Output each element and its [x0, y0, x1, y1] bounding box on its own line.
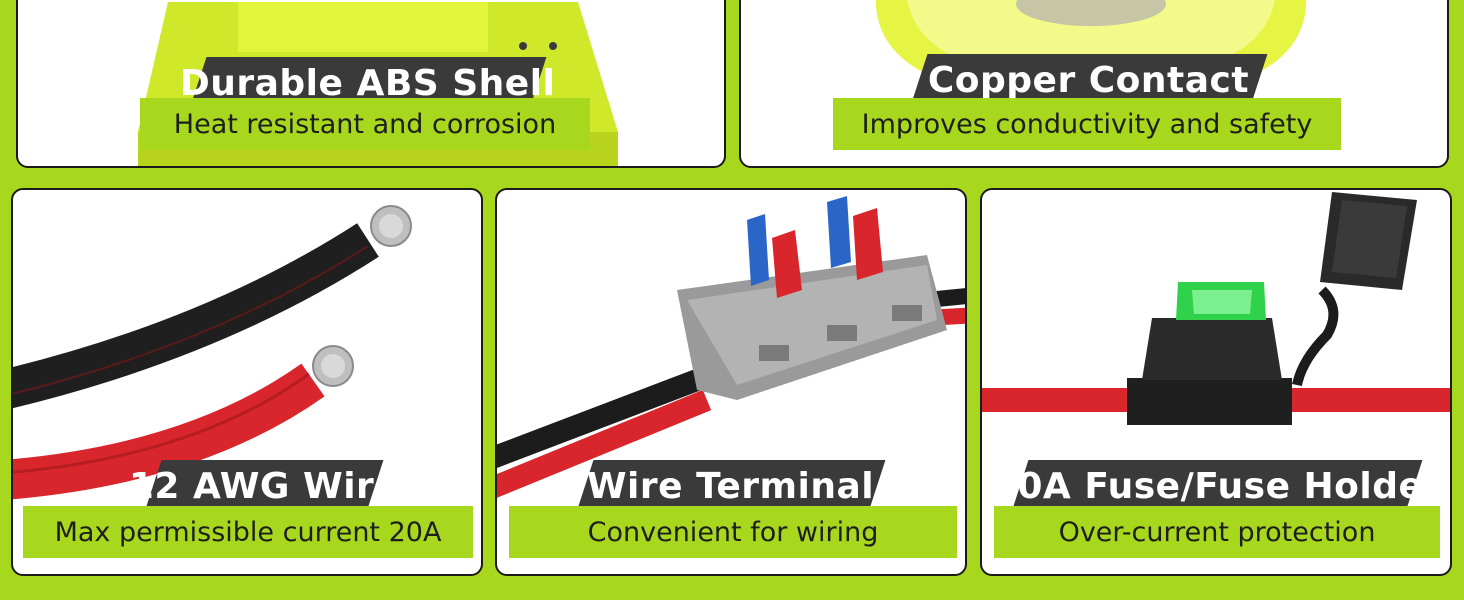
feature-subtitle-tag: Convenient for wiring — [509, 506, 957, 558]
feature-card-awg-wire: 12 AWG Wire Max permissible current 20A — [11, 188, 483, 576]
feature-card-abs-shell: Durable ABS Shell Heat resistant and cor… — [16, 0, 726, 168]
feature-title: Copper Contact — [928, 59, 1250, 101]
feature-title-tag: Wire Terminal — [576, 460, 886, 512]
feature-title-tag: 12 AWG Wire — [129, 460, 399, 512]
feature-subtitle-tag: Improves conductivity and safety — [833, 98, 1341, 150]
awg-wire-image — [13, 205, 412, 500]
feature-title: 12 AWG Wire — [128, 465, 400, 507]
fuse-holder-image — [982, 192, 1450, 425]
feature-title: Wire Terminal — [587, 465, 875, 507]
feature-title: 30A Fuse/Fuse Holder — [992, 465, 1442, 507]
feature-card-fuse-holder: 30A Fuse/Fuse Holder Over-current protec… — [980, 188, 1452, 576]
feature-title-tag: 30A Fuse/Fuse Holder — [992, 460, 1442, 512]
feature-card-copper-contact: Copper Contact Improves conductivity and… — [739, 0, 1449, 168]
feature-subtitle-tag: Over-current protection — [994, 506, 1440, 558]
feature-card-wire-terminal: Wire Terminal Convenient for wiring — [495, 188, 967, 576]
wire-terminal-image — [497, 196, 965, 498]
feature-subtitle-tag: Max permissible current 20A — [23, 506, 473, 558]
feature-subtitle-tag: Heat resistant and corrosion — [140, 98, 590, 150]
